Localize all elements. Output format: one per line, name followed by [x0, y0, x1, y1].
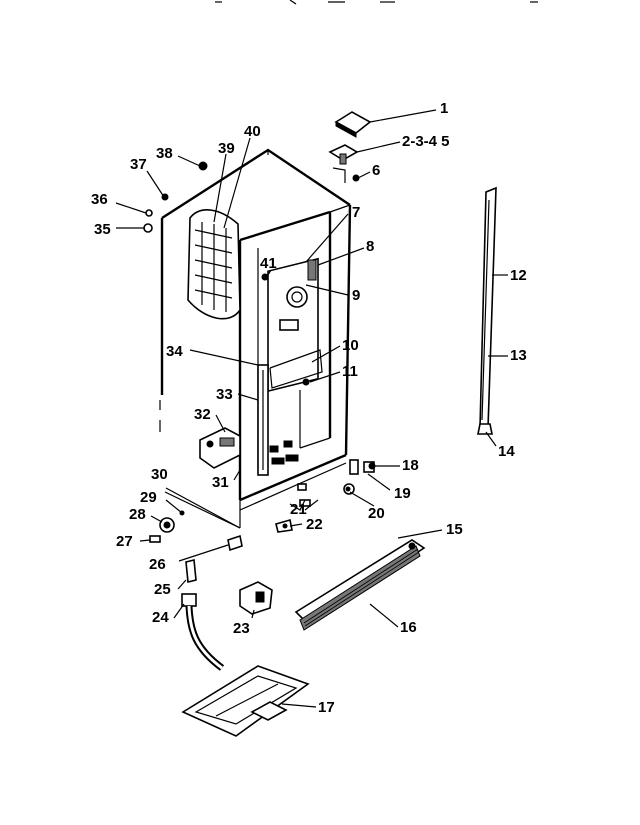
- callout-23: 23: [233, 620, 250, 637]
- callout-6: 6: [372, 162, 380, 179]
- condenser-grid: [187, 209, 241, 320]
- back-panel: [257, 257, 323, 476]
- callouts: 1 2-3-4 5 6 7 8 9 10 11 12 13 14 15 16 1…: [91, 100, 527, 716]
- callout-16: 16: [400, 619, 417, 636]
- callout-8: 8: [366, 238, 374, 255]
- callout-31: 31: [212, 474, 229, 491]
- bottom-fasteners: [275, 459, 376, 533]
- callout-13: 13: [510, 347, 527, 364]
- callout-14: 14: [498, 443, 515, 460]
- callout-11: 11: [342, 363, 358, 380]
- top-hinge-parts: [328, 111, 372, 183]
- compressor-bracket: [199, 427, 241, 469]
- relay-part: [239, 581, 273, 615]
- callout-22: 22: [306, 516, 323, 533]
- callout-32: 32: [194, 406, 211, 423]
- callout-1: 1: [440, 100, 448, 117]
- callout-10: 10: [342, 337, 359, 354]
- callout-12: 12: [510, 267, 527, 284]
- callout-21: 21: [290, 501, 307, 518]
- callout-34: 34: [166, 343, 183, 360]
- callout-28: 28: [129, 506, 146, 523]
- left-fasteners: [143, 161, 310, 386]
- callout-18: 18: [402, 457, 419, 474]
- front-grille: [294, 539, 426, 631]
- callout-9: 9: [352, 287, 360, 304]
- callout-39: 39: [218, 140, 235, 157]
- callout-29: 29: [140, 489, 157, 506]
- callout-36: 36: [91, 191, 108, 208]
- callout-15: 15: [446, 521, 463, 538]
- lower-left-parts: [149, 510, 243, 552]
- callout-41: 41: [260, 255, 277, 272]
- callout-24: 24: [152, 609, 169, 626]
- cabinet-body: [159, 148, 352, 529]
- callout-35: 35: [94, 221, 111, 238]
- callout-20: 20: [368, 505, 385, 522]
- callout-40: 40: [244, 123, 261, 140]
- leader-lines: [115, 109, 508, 708]
- callout-37: 37: [130, 156, 147, 173]
- callout-7: 7: [352, 204, 360, 221]
- callout-19: 19: [394, 485, 411, 502]
- callout-38: 38: [156, 145, 173, 162]
- callout-17: 17: [318, 699, 335, 716]
- drain-pan: [181, 665, 310, 737]
- callout-33: 33: [216, 386, 233, 403]
- callout-30: 30: [151, 466, 168, 483]
- callout-26: 26: [149, 556, 166, 573]
- door-gasket: [477, 186, 497, 435]
- callout-2-3-4-5: 2-3-4 5: [402, 133, 450, 150]
- drain-tube: [181, 558, 225, 671]
- callout-27: 27: [116, 533, 133, 550]
- callout-25: 25: [154, 581, 171, 598]
- top-crop-marks: [215, 0, 538, 5]
